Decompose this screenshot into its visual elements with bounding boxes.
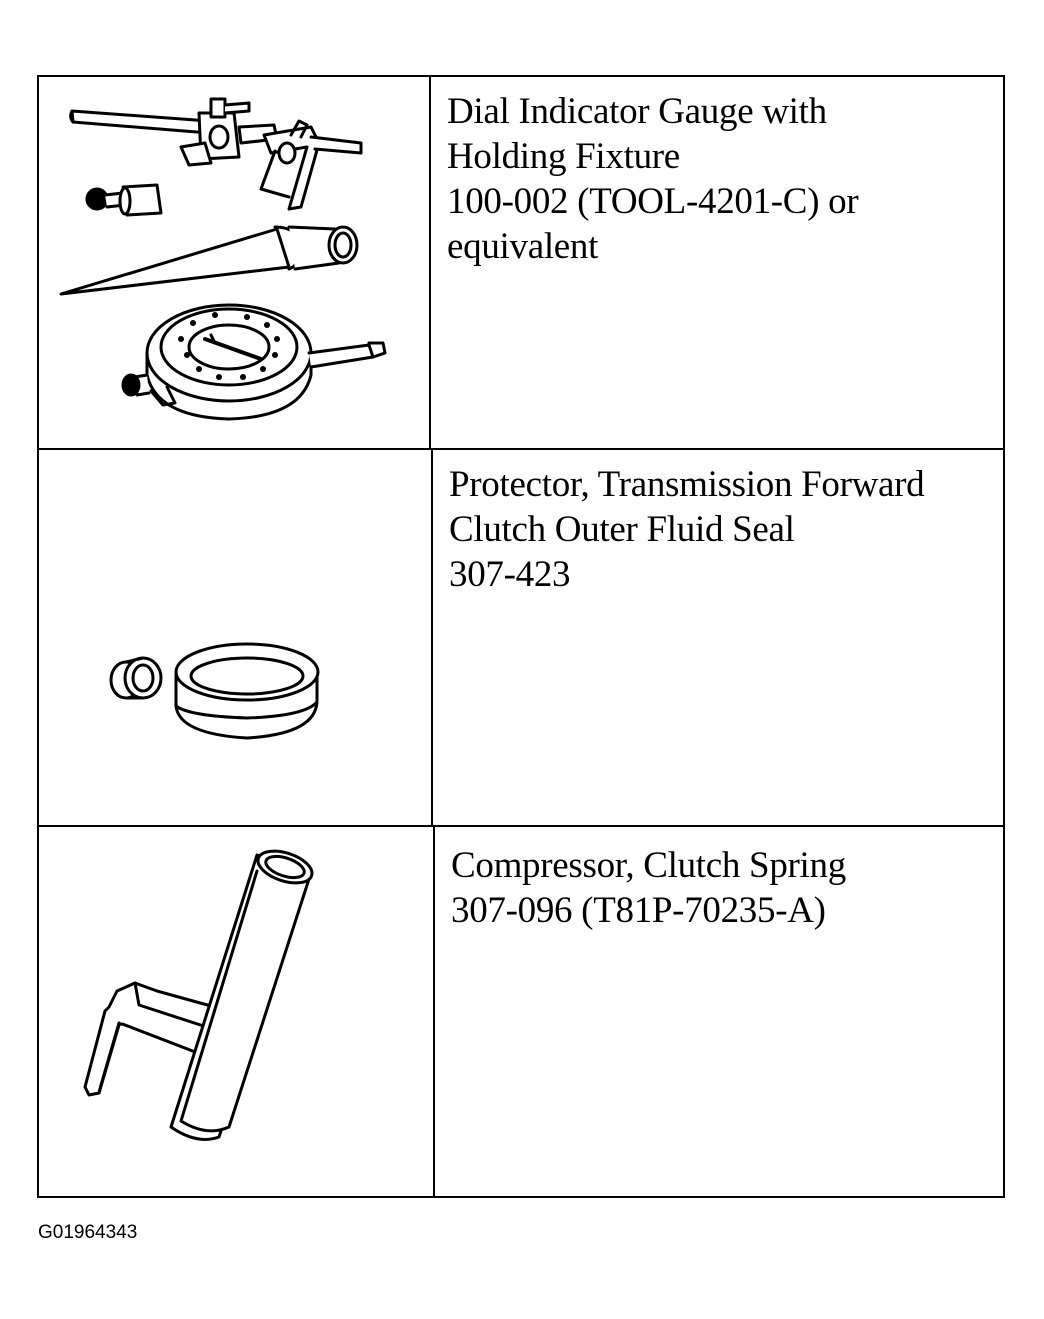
- clutch-spring-compressor-icon: [39, 827, 433, 1198]
- tool-description-line: Holding Fixture: [447, 136, 680, 177]
- tool-description-line: 307-096 (T81P-70235-A): [451, 890, 826, 931]
- tool-description-line: Clutch Outer Fluid Seal: [449, 509, 795, 550]
- tool-description-line: Protector, Transmission Forward: [449, 464, 925, 505]
- tool-illustration-cell: [39, 827, 435, 1198]
- tool-description-line: Compressor, Clutch Spring: [451, 845, 846, 886]
- tool-description-line: equivalent: [447, 226, 599, 267]
- special-tools-table: Dial Indicator Gauge with Holding Fixtur…: [37, 75, 1005, 1198]
- tool-illustration-cell: [39, 450, 433, 825]
- tool-illustration-cell: [39, 77, 431, 448]
- dial-indicator-with-holding-fixture-icon: [39, 77, 429, 448]
- seal-protector-rings-icon: [39, 450, 431, 825]
- tool-description: Protector, Transmission Forward Clutch O…: [433, 450, 1003, 825]
- tool-row-dial-indicator: Dial Indicator Gauge with Holding Fixtur…: [39, 77, 1003, 450]
- tool-description-line: Dial Indicator Gauge with: [447, 91, 827, 132]
- tool-description: Compressor, Clutch Spring 307-096 (T81P-…: [435, 827, 1003, 1198]
- tool-description-line: 307-423: [449, 554, 571, 595]
- tool-description-line: 100-002 (TOOL-4201-C) or: [447, 181, 859, 222]
- tool-row-spring-compressor: Compressor, Clutch Spring 307-096 (T81P-…: [39, 827, 1003, 1198]
- figure-id: G01964343: [38, 1222, 138, 1243]
- tool-row-seal-protector: Protector, Transmission Forward Clutch O…: [39, 450, 1003, 827]
- tool-description: Dial Indicator Gauge with Holding Fixtur…: [431, 77, 1003, 448]
